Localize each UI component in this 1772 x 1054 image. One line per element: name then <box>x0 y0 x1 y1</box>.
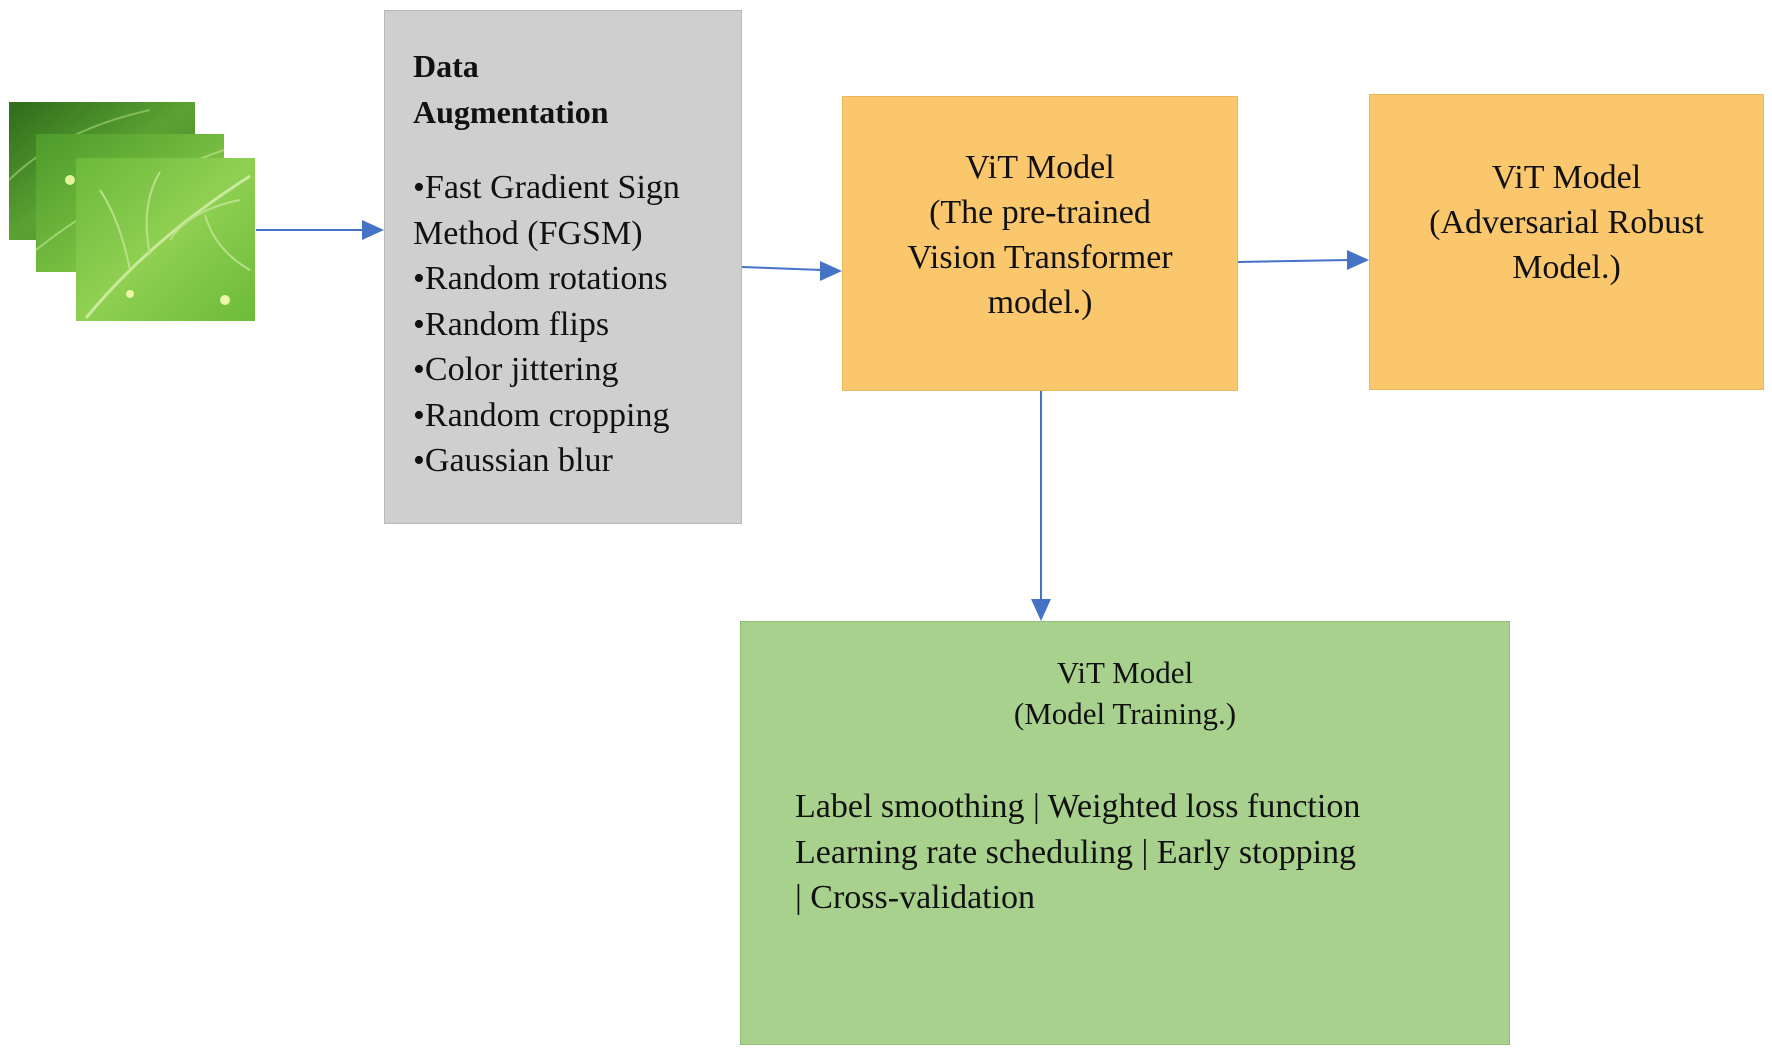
vit-pretrained-box: ViT Model (The pre-trained Vision Transf… <box>842 96 1238 391</box>
augmentation-item: •Random cropping <box>413 396 670 434</box>
training-technique-line: | Cross-validation <box>795 879 1036 916</box>
vit-robust-box: ViT Model (Adversarial Robust Model.) <box>1369 94 1764 390</box>
vit-robust-line: (Adversarial Robust <box>1429 203 1704 241</box>
augmentation-item: •Random rotations <box>413 260 668 297</box>
data-augmentation-box: Data Augmentation •Fast Gradient Sign Me… <box>384 10 742 524</box>
training-technique-line: Learning rate scheduling | Early stoppin… <box>795 833 1357 871</box>
arrow-pretrained-to-robust <box>1237 250 1369 270</box>
leaf-image-front <box>76 158 255 321</box>
augmentation-technique-list: •Fast Gradient Sign Method (FGSM) •Rando… <box>413 165 721 484</box>
aug-title-line: Augmentation <box>413 94 609 130</box>
augmentation-item: •Fast Gradient Sign <box>413 169 680 206</box>
arrow-images-to-augmentation <box>256 220 384 240</box>
vit-training-box: ViT Model (Model Training.) Label smooth… <box>740 621 1510 1045</box>
arrow-pretrained-to-training <box>1031 391 1051 621</box>
vit-pretrained-line: ViT Model <box>965 148 1115 186</box>
vit-pretrained-line: (The pre-trained <box>929 193 1151 231</box>
vit-training-heading: ViT Model (Model Training.) <box>741 652 1509 734</box>
augmentation-item: Method (FGSM) <box>413 214 643 252</box>
augmentation-item: •Color jittering <box>413 351 619 388</box>
vit-pretrained-line: model.) <box>987 283 1093 321</box>
training-technique-line: Label smoothing | Weighted loss function <box>795 788 1361 825</box>
vit-training-heading-line: ViT Model <box>1056 655 1194 690</box>
arrow-augmentation-to-pretrained <box>741 261 842 281</box>
aug-title-line: Data <box>413 48 479 84</box>
augmentation-item: •Random flips <box>413 305 610 343</box>
vit-training-techniques: Label smoothing | Weighted loss function… <box>795 784 1360 921</box>
vit-robust-line: ViT Model <box>1491 158 1642 196</box>
vit-robust-line: Model.) <box>1512 248 1621 286</box>
leaf-images-icon <box>8 102 255 321</box>
data-augmentation-title: Data Augmentation <box>413 43 721 135</box>
vit-training-heading-line: (Model Training.) <box>1013 696 1237 731</box>
vit-pretrained-line: Vision Transformer <box>907 238 1173 276</box>
augmentation-item: •Gaussian blur <box>413 442 613 479</box>
